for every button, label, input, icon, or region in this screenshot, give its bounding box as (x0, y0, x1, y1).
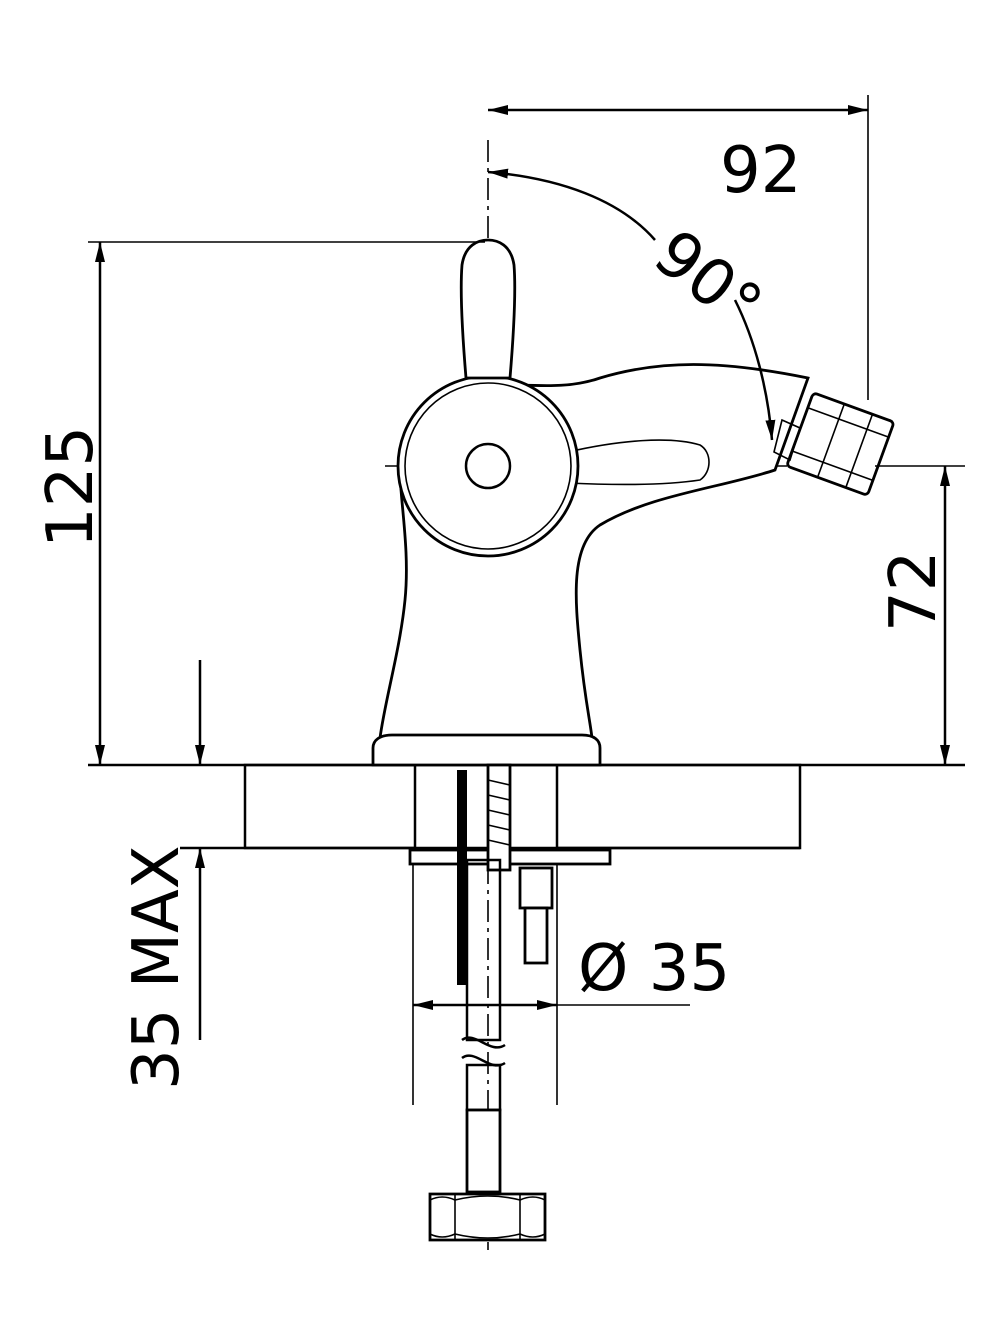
aerator-facet-line-3 (816, 403, 846, 478)
angle-arc-upper (487, 168, 656, 241)
aerator-facet-line-4 (845, 413, 874, 488)
mixer-body (371, 363, 810, 767)
hose-ferrule (465, 1108, 502, 1194)
braided-hose-lower (465, 1063, 502, 1112)
braided-hose-upper (465, 858, 502, 1042)
dim-92-label: 92 (720, 134, 801, 208)
cartridge-housing-inner (404, 382, 572, 550)
supply-tube (457, 770, 467, 985)
aerator-nut (786, 392, 895, 496)
aerator-facet-line-2 (791, 450, 874, 482)
dim-35-max: 35 MAX (120, 660, 205, 1090)
dim-diameter-35: Ø 35 (412, 865, 730, 1105)
under-counter-assembly (408, 763, 612, 1242)
lever-pivot-circle (464, 442, 512, 490)
fixing-stud (523, 906, 549, 965)
fixing-nut (518, 866, 554, 910)
hose-break-line-1 (461, 1036, 506, 1049)
dim-72-label: 72 (877, 551, 951, 632)
dim-35max-label: 35 MAX (120, 845, 194, 1090)
lever-handle[interactable] (459, 238, 517, 380)
dim-125: 125 (34, 241, 485, 765)
dim-72: 72 (875, 465, 965, 765)
countertop-section (88, 763, 965, 850)
dim-92: 92 (488, 95, 869, 400)
hex-connector (428, 1192, 547, 1242)
lever-blade[interactable] (459, 238, 517, 380)
dim-125-label: 125 (34, 426, 108, 548)
spray-head (773, 392, 895, 496)
countertop-hatch-left (243, 763, 417, 850)
aerator-facet-line-1 (807, 406, 889, 438)
cartridge-housing-circle (396, 374, 580, 558)
angle-arc-lower (733, 299, 776, 441)
dim-diameter-label: Ø 35 (578, 932, 730, 1006)
spout-inner-line (567, 439, 710, 486)
threads (487, 779, 511, 846)
mixer-base-ring (371, 733, 602, 767)
aerator-collar (773, 418, 801, 462)
angle-label: 90° (640, 216, 775, 344)
countertop-hatch-right (555, 763, 802, 850)
